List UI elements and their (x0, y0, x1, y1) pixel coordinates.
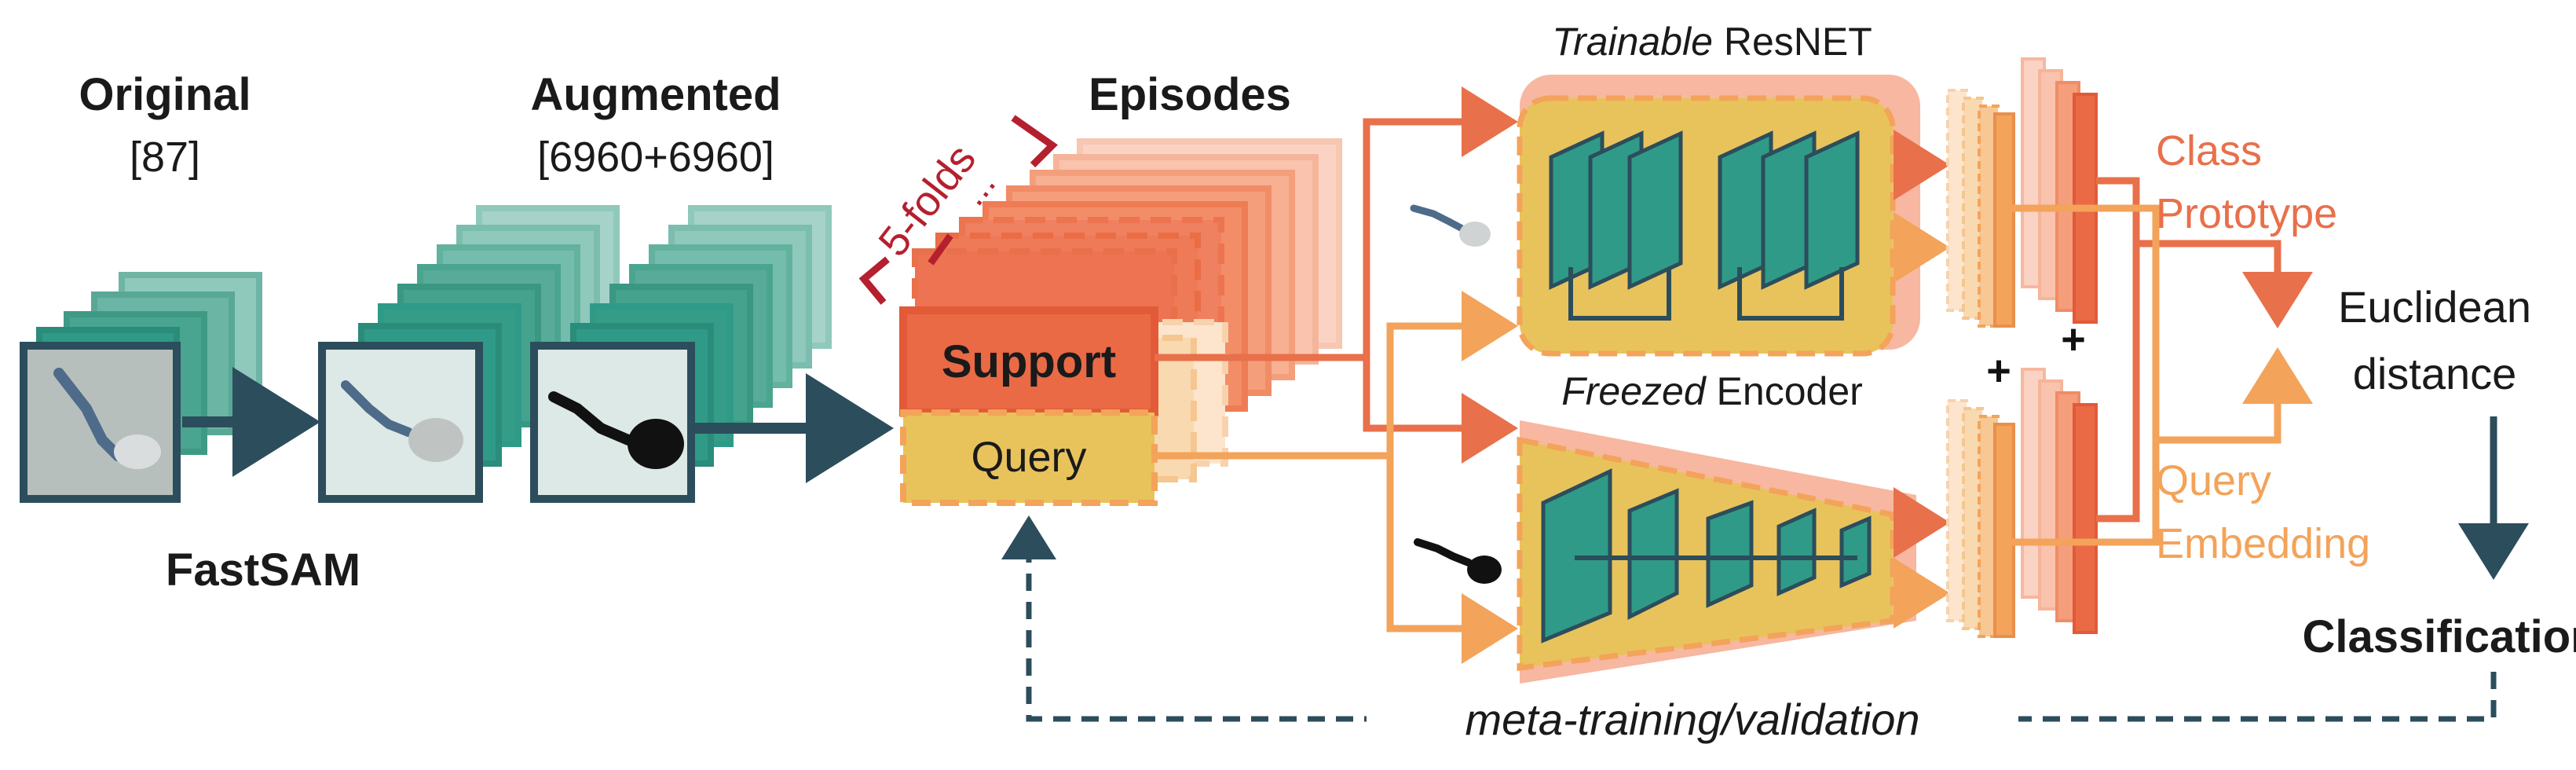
support-box: Support (899, 306, 1158, 416)
resnet-feature-stack (1946, 89, 2015, 328)
class-prototype-lines (2096, 177, 2313, 522)
original-count: [87] (130, 134, 200, 181)
meta-training-label: meta-training/validation (1465, 695, 1920, 744)
resnet-encoder (1517, 75, 1920, 357)
query-label: Query (971, 434, 1086, 481)
fastsam-label: FastSAM (166, 544, 360, 596)
augmented-count: [6960+6960] (537, 134, 774, 181)
augmented-image-binary (530, 342, 695, 503)
original-title: Original (79, 69, 251, 120)
freezed-feature-stack (1946, 399, 2015, 638)
trainable-title: Trainable ResNET (1552, 20, 1872, 64)
freezed-italic: Freezed (1561, 369, 1707, 413)
classification-label: Classification (2302, 611, 2576, 662)
resnet-input-thumbnail (1410, 204, 1491, 247)
meta-label-mask (1367, 688, 2018, 750)
resnet-output-arrows (1894, 130, 1950, 283)
original-image (20, 342, 181, 503)
euclidean-line2: distance (2353, 349, 2517, 398)
freezed-encoder (1517, 420, 1916, 684)
query-embedding-line1: Query (2156, 457, 2271, 504)
freezed-input-thumbnail (1414, 538, 1502, 584)
query-embedding-lines (1999, 204, 2313, 546)
freezed-title: Freezed Encoder (1561, 369, 1863, 413)
query-box: Query (900, 409, 1158, 506)
support-arrows (1154, 86, 1518, 464)
plus-left: + (1986, 347, 2011, 394)
plus-right: + (2061, 316, 2086, 363)
trainable-italic: Trainable (1552, 20, 1713, 64)
support-label: Support (942, 336, 1116, 387)
augmented-title: Augmented (531, 69, 781, 120)
class-prototype-line2: Prototype (2156, 190, 2337, 237)
augmented-image-masked (318, 342, 483, 503)
trainable-rest: ResNET (1713, 20, 1872, 64)
freezed-rest: Encoder (1706, 369, 1863, 413)
query-embedding-line2: Embedding (2156, 520, 2370, 567)
freezed-output-arrows (1894, 487, 1950, 629)
class-prototype-line1: Class (2156, 127, 2262, 174)
euclidean-line1: Euclidean (2338, 282, 2531, 332)
episodes-title: Episodes (1089, 69, 1291, 120)
query-arrows (1154, 291, 1518, 664)
